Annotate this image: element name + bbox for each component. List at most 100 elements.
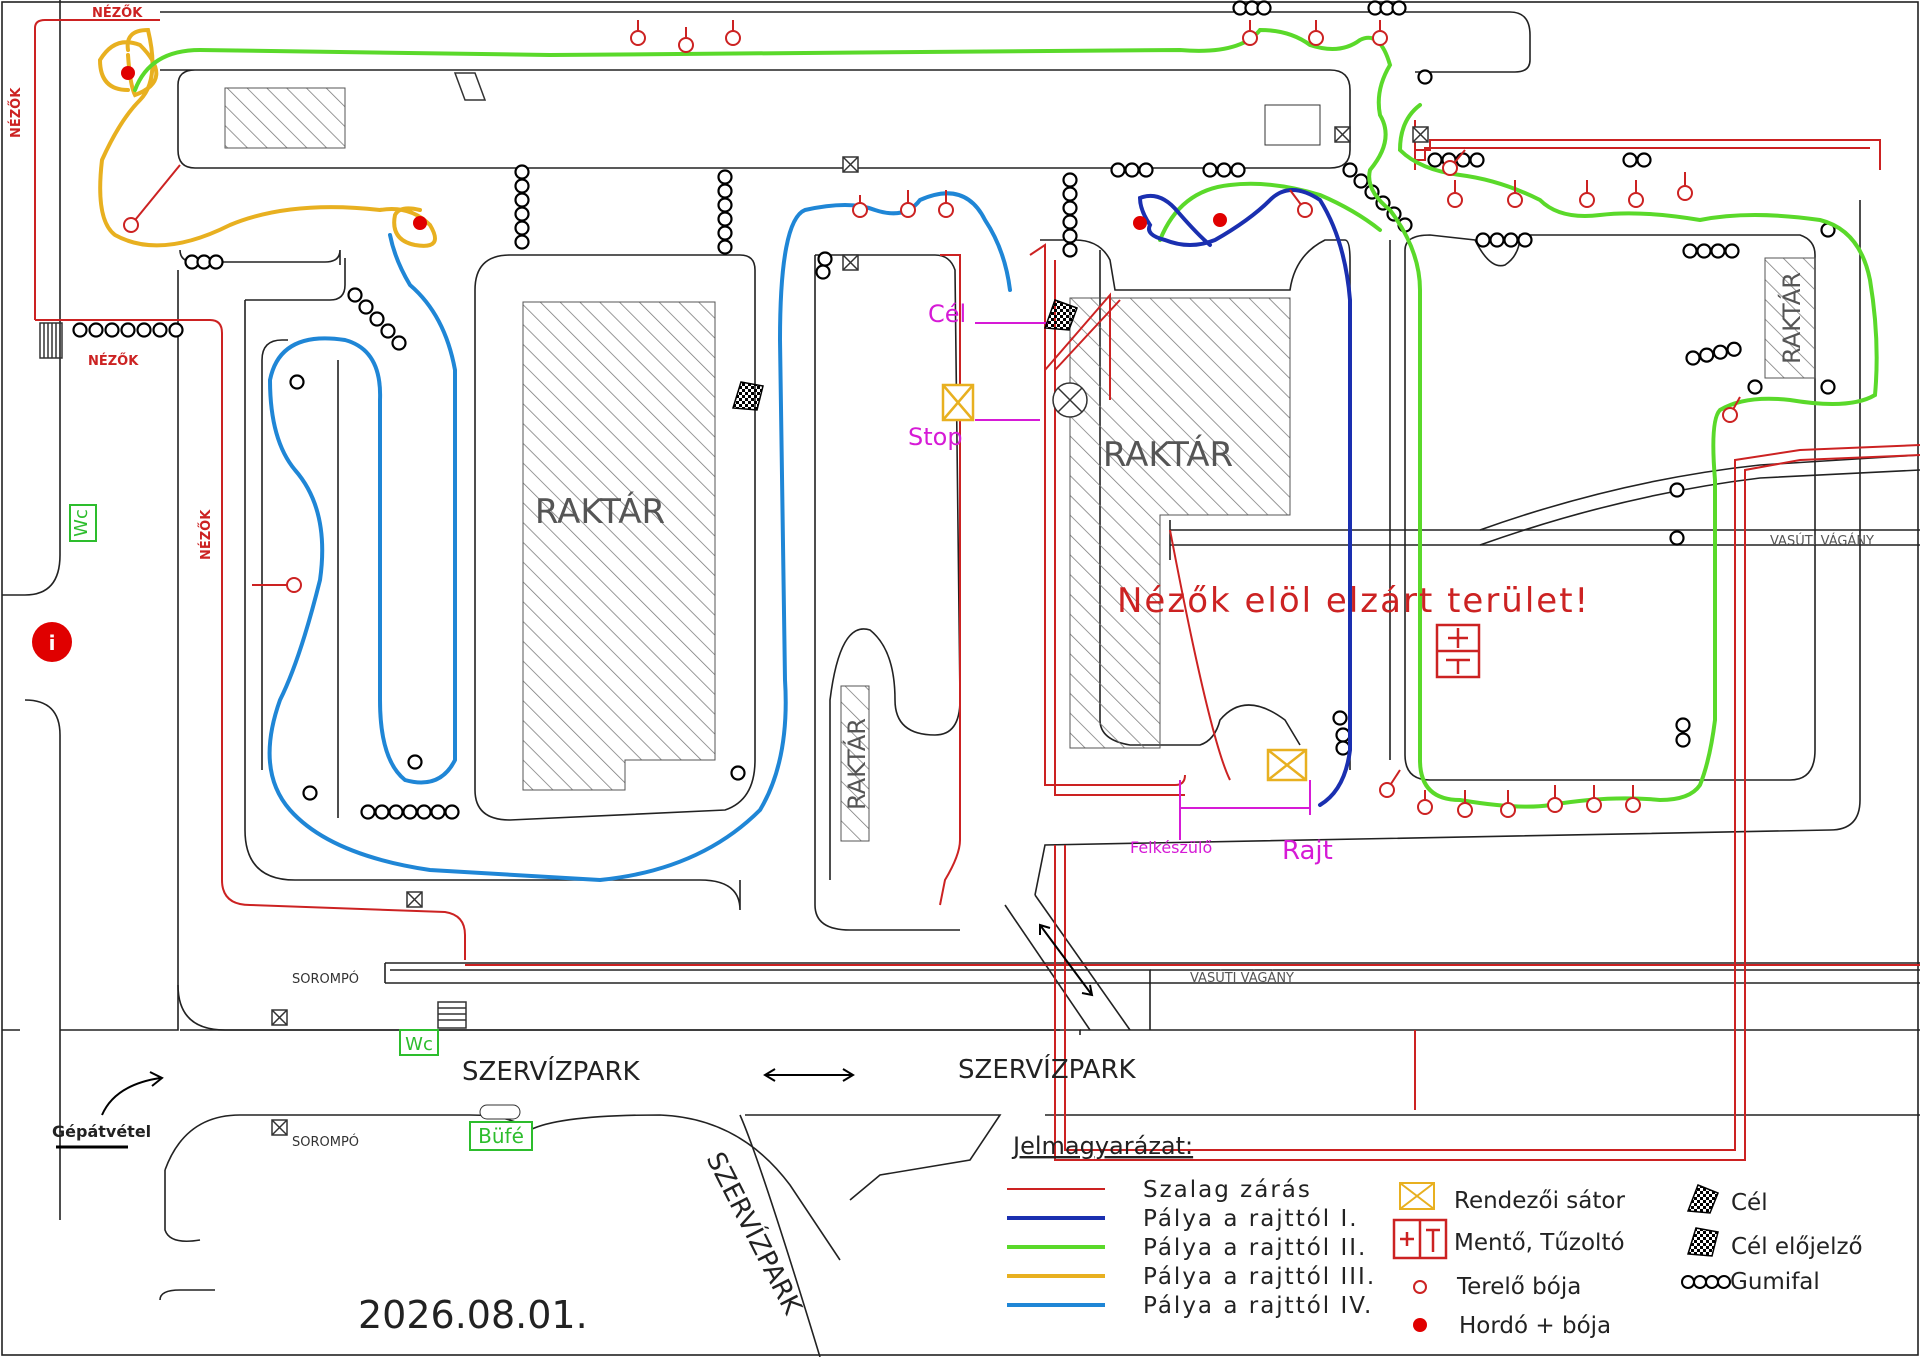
warehouse-label-right: RAKTÁR xyxy=(1103,434,1233,475)
tyre-icon xyxy=(730,765,746,781)
tyre-icon xyxy=(717,239,733,255)
tyre-icon xyxy=(1503,232,1519,248)
route-3 xyxy=(97,27,437,248)
legend-title: Jelmagyarázat: xyxy=(1011,1132,1193,1160)
legend-line-label: Pálya a rajttól III. xyxy=(1143,1264,1376,1290)
timing-markers xyxy=(975,322,1311,840)
barrel-2 xyxy=(413,216,427,230)
tyre-icon xyxy=(369,311,385,327)
cone-icon xyxy=(1308,30,1324,46)
tyre-icon xyxy=(104,322,120,338)
cone-icon xyxy=(1447,192,1463,208)
tent-icon xyxy=(941,383,975,422)
tyre-icon xyxy=(1062,200,1078,216)
info-label: i xyxy=(49,631,56,655)
tyre-icon xyxy=(347,287,363,303)
tyre-icon xyxy=(1669,530,1685,546)
barrel-4 xyxy=(1213,213,1227,227)
tyre-icon xyxy=(1216,162,1232,178)
tyre-icon xyxy=(717,211,733,227)
buffet-label: Büfé xyxy=(478,1124,524,1148)
tyre-icon xyxy=(380,323,396,339)
tyre-icon xyxy=(1669,482,1685,498)
tyre-icon xyxy=(1062,214,1078,230)
legend-symbol-label-barrel: Hordó + bója xyxy=(1459,1313,1611,1339)
cone-icon xyxy=(630,30,646,46)
service-park-label-1: SZERVÍZPARK xyxy=(462,1055,641,1087)
tyre-icon xyxy=(1712,344,1728,360)
tyre-icon xyxy=(430,804,446,820)
tyre-icon xyxy=(514,178,530,194)
tyre-icon xyxy=(1685,350,1701,366)
tyre-icon xyxy=(817,251,833,267)
tyre-icon xyxy=(72,322,88,338)
tyre-icon xyxy=(1062,172,1078,188)
barrier-icon xyxy=(842,156,859,173)
legend-symbol-label-warning: Cél előjelző xyxy=(1731,1234,1863,1260)
tyre-icon xyxy=(815,264,831,280)
warehouse-label-center: RAKTÁR xyxy=(535,491,665,532)
service-park-label-3: SZERVÍZPARK xyxy=(700,1147,810,1321)
container-top xyxy=(1264,104,1321,146)
tyre-icon xyxy=(1256,0,1272,16)
warehouse-label-small: RAKTÁR xyxy=(842,718,871,810)
barrier-label-2: SOROMPÓ xyxy=(292,1134,359,1150)
double-arrows xyxy=(763,923,1094,1082)
finish-warning-icon xyxy=(1687,1227,1719,1257)
tyre-icon xyxy=(1417,69,1433,85)
tyre-icon xyxy=(358,299,374,315)
barrier-boxes xyxy=(271,126,1429,1136)
prep-label: Felkészülő xyxy=(1130,838,1212,857)
tyre-icon xyxy=(1353,173,1369,189)
tyre-icon xyxy=(1475,232,1491,248)
cone-icon xyxy=(1547,797,1563,813)
cone-icon xyxy=(1677,185,1693,201)
tyre-icon xyxy=(1696,243,1712,259)
tyre-icon xyxy=(302,785,318,801)
route-1 xyxy=(1137,188,1352,807)
cone-icon xyxy=(678,37,694,53)
tyre-icon xyxy=(1138,162,1154,178)
cone-icon xyxy=(1372,30,1388,46)
cone-icon xyxy=(1413,1280,1427,1294)
organizer-tents xyxy=(941,383,1308,782)
date-label: 2026.08.01. xyxy=(358,1293,588,1337)
tyre-icon xyxy=(208,254,224,270)
finish-flag-icon xyxy=(1686,1184,1719,1214)
tyre-icon xyxy=(1062,228,1078,244)
route-4 xyxy=(267,191,1012,883)
barrels xyxy=(121,66,1227,230)
tyre-icon xyxy=(1335,740,1351,756)
finish-flag-icon xyxy=(1043,299,1078,331)
spectators-label-left: NÉZŐK xyxy=(8,87,24,138)
spectators-label-mid: NÉZŐK xyxy=(88,353,139,369)
tyre-icon xyxy=(1726,341,1742,357)
tyre-icon xyxy=(120,322,136,338)
tyre-icon xyxy=(1699,347,1715,363)
legend-symbols: Rendezői sátor Mentő, Tűzoltó Terelő bój… xyxy=(1392,1182,1863,1339)
cone-icon xyxy=(725,30,741,46)
barrel-1 xyxy=(121,66,135,80)
buffet-box xyxy=(469,1121,533,1151)
tyre-icon xyxy=(1062,242,1078,258)
tyre-icon xyxy=(1230,162,1246,178)
amenities: Wc Wc Büfé xyxy=(69,504,533,1151)
tyre-icon xyxy=(1682,243,1698,259)
tyre-icon xyxy=(514,192,530,208)
warehouses: RAKTÁR RAKTÁR RAKTÁR RAKTÁR xyxy=(224,87,1816,842)
tyre-icon xyxy=(1636,152,1652,168)
tyre-icon xyxy=(388,804,404,820)
tyre-icon xyxy=(1391,0,1407,16)
legend-line-label: Pálya a rajttól I. xyxy=(1143,1206,1359,1232)
barrier-icon xyxy=(406,891,423,908)
start-label: Rajt xyxy=(1282,836,1333,866)
tyre-icon xyxy=(1724,243,1740,259)
cone-icon xyxy=(938,202,954,218)
legend-symbol-label-cone: Terelő bója xyxy=(1456,1274,1581,1300)
tyre-icon xyxy=(1517,232,1533,248)
tyre-icon xyxy=(717,183,733,199)
tyre-icon xyxy=(1820,379,1836,395)
barrier-icon xyxy=(842,254,859,271)
tyre-icon xyxy=(1062,186,1078,202)
